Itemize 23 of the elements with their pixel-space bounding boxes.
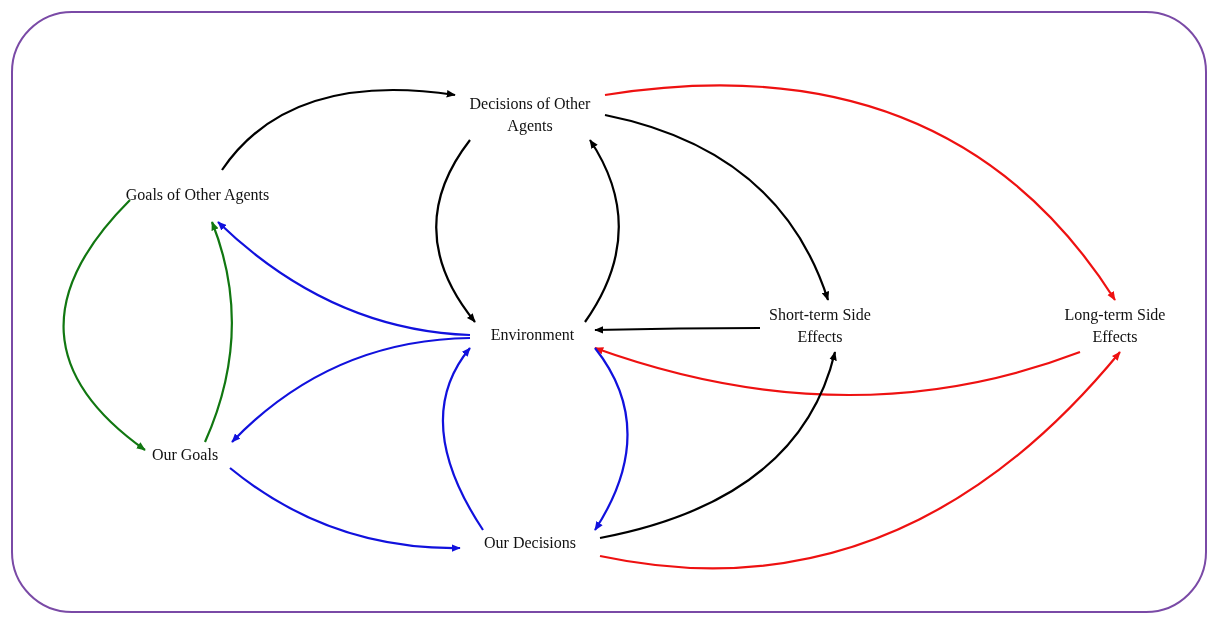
arrow — [599, 351, 1121, 570]
node-label: Goals of Other Agents — [125, 170, 270, 220]
arrow — [435, 139, 476, 323]
node-label: Short-term Side Effects — [760, 300, 880, 352]
arrow — [231, 336, 471, 443]
arrow — [217, 221, 471, 337]
arrow — [604, 84, 1116, 301]
arrow — [599, 351, 837, 540]
arrow — [221, 89, 456, 171]
arrow — [594, 347, 629, 531]
node-label: Long-term Side Effects — [1055, 300, 1175, 352]
arrow — [594, 326, 760, 334]
node-label: Decisions of Other Agents — [455, 90, 605, 140]
arrow — [229, 467, 461, 552]
arrow — [604, 113, 830, 301]
arrow — [584, 139, 620, 323]
arrow — [594, 346, 1081, 397]
arrow — [204, 221, 233, 443]
arrow — [442, 347, 484, 531]
node-label: Our Decisions — [460, 530, 600, 556]
arrow — [62, 199, 146, 451]
node-label: Our Goals — [140, 442, 230, 468]
node-label: Environment — [470, 322, 595, 348]
